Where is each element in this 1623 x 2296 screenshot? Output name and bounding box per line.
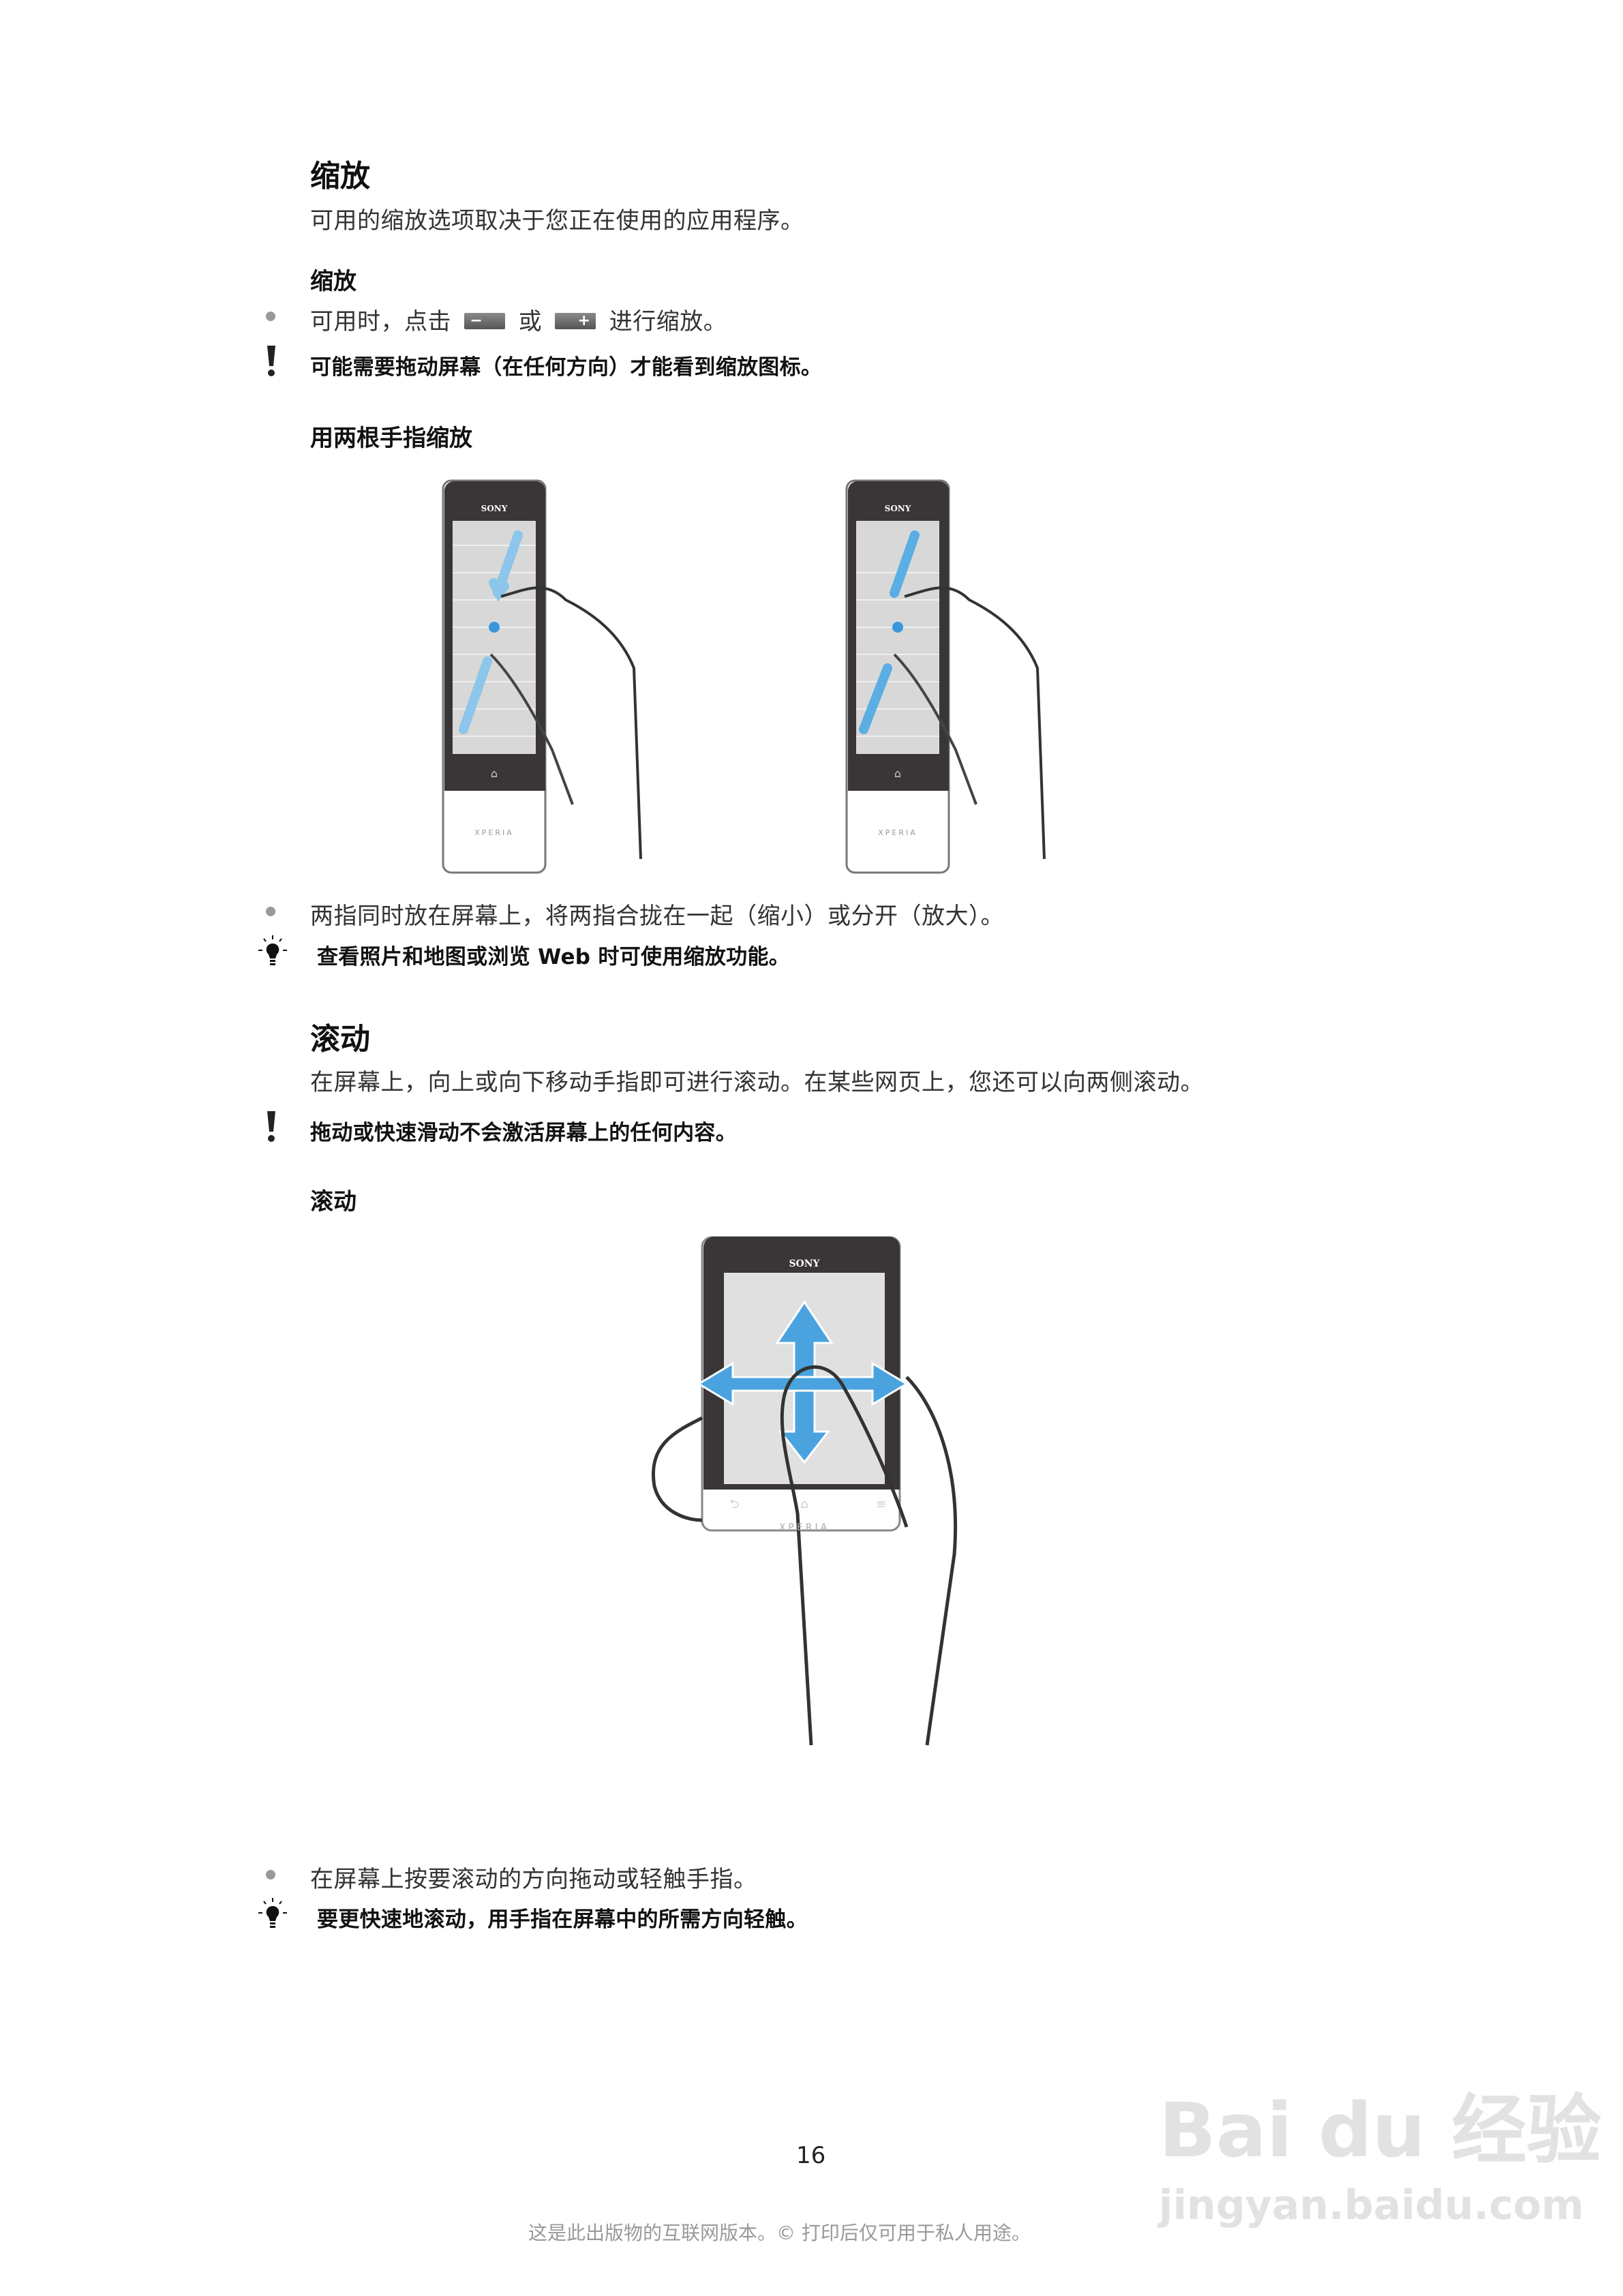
svg-text:⌂: ⌂ xyxy=(800,1497,808,1511)
bullet-dot xyxy=(266,1870,275,1879)
scroll-tip: 要更快速地滚动，用手指在屏幕中的所需方向轻触。 xyxy=(317,1907,808,1932)
baidu-watermark-url: jingyan.baidu.com xyxy=(1159,2181,1584,2229)
section-title-scroll: 滚动 xyxy=(310,1022,370,1057)
zoom-intro: 可用的缩放选项取决于您正在使用的应用程序。 xyxy=(310,207,804,235)
svg-text:XPERIA: XPERIA xyxy=(779,1522,830,1533)
subsection-title-zoom: 缩放 xyxy=(310,268,357,295)
scroll-intro: 在屏幕上，向上或向下移动手指即可进行滚动。在某些网页上，您还可以向两侧滚动。 xyxy=(310,1069,1204,1096)
zoom-bullet: 可用时，点击 − 或 + 进行缩放。 xyxy=(310,303,727,336)
zoom-warning: 可能需要拖动屏幕（在任何方向）才能看到缩放图标。 xyxy=(310,355,823,380)
pinch-tip: 查看照片和地图或浏览 Web 时可使用缩放功能。 xyxy=(317,945,791,969)
bullet-dot xyxy=(266,312,275,321)
phone-illustration-pinch-out: SONY ⌂ XPERIA xyxy=(840,477,1072,879)
zoom-bullet-mid: 或 xyxy=(518,308,543,335)
svg-text:XPERIA: XPERIA xyxy=(474,828,514,837)
zoom-out-icon: − xyxy=(464,312,506,329)
section-title-zoom: 缩放 xyxy=(310,159,370,194)
subsection-title-scroll: 滚动 xyxy=(310,1188,357,1215)
zoom-in-icon: + xyxy=(555,312,596,329)
baidu-watermark-logo: Bai du 经验 xyxy=(1159,2087,1602,2174)
tip-lightbulb-icon xyxy=(258,935,287,965)
pinch-bullet: 两指同时放在屏幕上，将两指合拢在一起（缩小）或分开（放大）。 xyxy=(310,903,1004,930)
svg-text:SONY: SONY xyxy=(885,504,911,513)
bullet-dot xyxy=(266,907,275,916)
svg-text:⌂: ⌂ xyxy=(491,767,498,780)
scroll-warning: 拖动或快速滑动不会激活屏幕上的任何内容。 xyxy=(310,1121,737,1145)
phone-illustration-scroll: SONY ⮌ ⌂ ≡ XPERIA xyxy=(634,1227,1016,1793)
tip-lightbulb-icon xyxy=(258,1898,287,1928)
svg-text:⮌: ⮌ xyxy=(729,1497,739,1511)
warning-icon xyxy=(267,346,275,376)
warning-icon xyxy=(267,1111,275,1142)
svg-text:SONY: SONY xyxy=(481,504,508,513)
zoom-bullet-post: 进行缩放。 xyxy=(609,308,727,335)
scroll-bullet: 在屏幕上按要滚动的方向拖动或轻触手指。 xyxy=(310,1866,757,1893)
zoom-bullet-pre: 可用时，点击 xyxy=(310,308,451,335)
svg-text:≡: ≡ xyxy=(876,1497,886,1511)
svg-text:SONY: SONY xyxy=(789,1258,820,1269)
svg-text:XPERIA: XPERIA xyxy=(878,828,917,837)
subsection-title-pinch: 用两根手指缩放 xyxy=(310,425,472,452)
phone-illustration-pinch-in: SONY ⌂ XPERIA xyxy=(436,477,668,879)
svg-text:⌂: ⌂ xyxy=(894,767,901,780)
footer-notice: 这是此出版物的互联网版本。© 打印后仅可用于私人用途。 xyxy=(528,2222,1031,2244)
page-number: 16 xyxy=(796,2142,826,2169)
